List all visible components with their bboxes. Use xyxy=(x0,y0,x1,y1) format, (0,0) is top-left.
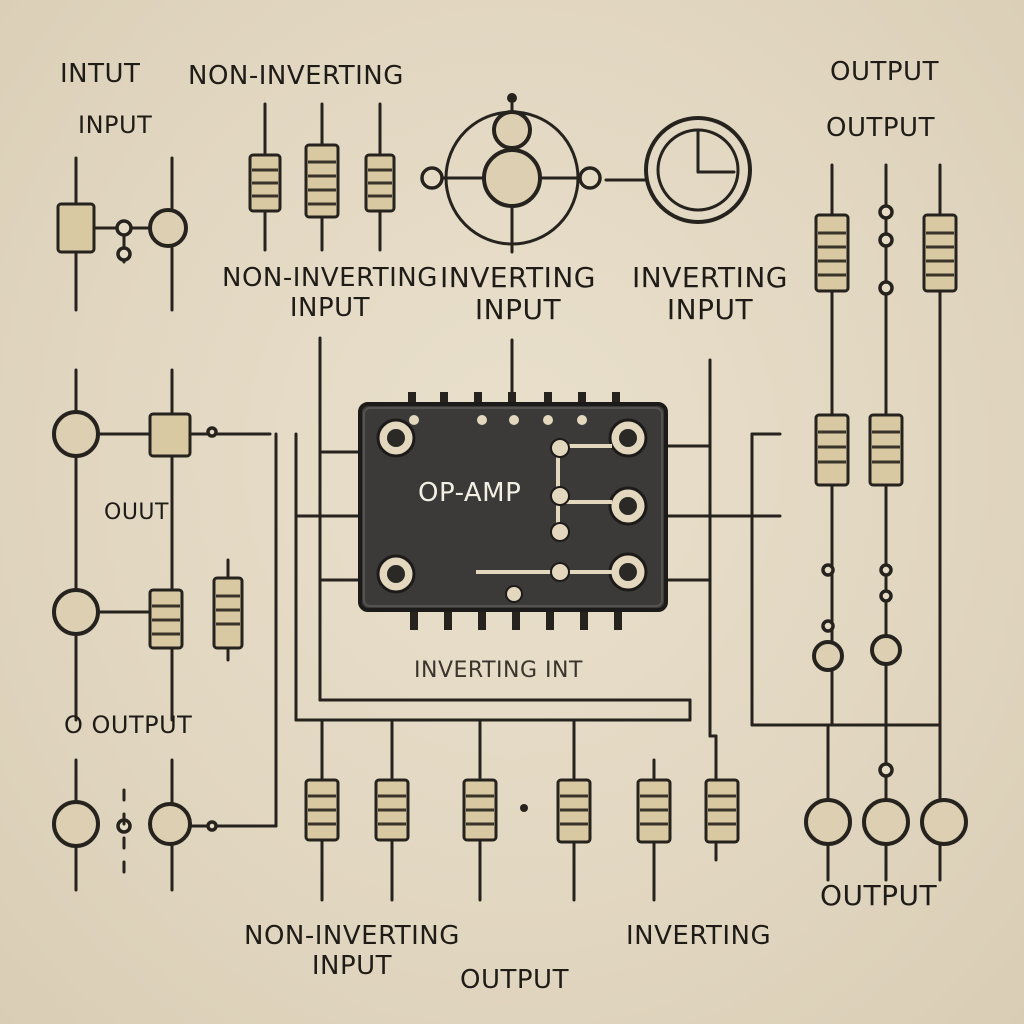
left-middle-component-group xyxy=(52,368,272,722)
label-inverting-input-mid-2: INVERTING INPUT xyxy=(632,261,788,327)
bottom-resistor-row xyxy=(304,718,740,902)
transistor-symbol xyxy=(420,93,602,254)
top-resistor-group xyxy=(248,102,396,252)
label-inverting-bottom: INVERTING xyxy=(626,921,772,951)
label-non-inverting-input-bottom: NON-INVERTING INPUT xyxy=(244,921,460,981)
top-left-component-group xyxy=(56,156,188,312)
label-intut: INTUT xyxy=(60,59,141,89)
junction-node xyxy=(116,246,132,262)
junction-node xyxy=(115,219,133,237)
label-output-left: O OUTPUT xyxy=(64,711,193,739)
label-non-inverting-top: NON-INVERTING xyxy=(188,61,404,91)
op-amp-chip xyxy=(358,392,668,630)
label-non-inverting-input-mid: NON-INVERTING INPUT xyxy=(222,263,438,323)
resistor xyxy=(922,213,958,293)
label-input: INPUT xyxy=(78,111,153,139)
label-inverting-int: INVERTING INT xyxy=(414,658,583,683)
bottom-left-component-group xyxy=(52,432,278,892)
label-output-bottom-right: OUTPUT xyxy=(820,879,938,912)
resistor xyxy=(304,143,340,219)
terminal-node xyxy=(148,208,188,248)
label-output-bottom: OUTPUT xyxy=(460,965,569,995)
resistor xyxy=(814,213,850,293)
capacitor-block xyxy=(56,202,96,254)
label-output-top-2: OUTPUT xyxy=(826,113,935,143)
label-inverting-input-mid-1: INVERTING INPUT xyxy=(440,261,596,327)
label-ouut: OUUT xyxy=(104,500,169,525)
op-amp-label: OP-AMP xyxy=(418,478,522,508)
label-output-top-1: OUTPUT xyxy=(830,57,939,87)
resistor xyxy=(868,413,904,487)
meter-symbol xyxy=(604,116,752,224)
chip-pins xyxy=(408,392,622,630)
bottom-right-terminals xyxy=(804,723,968,882)
resistor xyxy=(814,413,850,487)
top-right-resistor-group xyxy=(750,163,958,727)
